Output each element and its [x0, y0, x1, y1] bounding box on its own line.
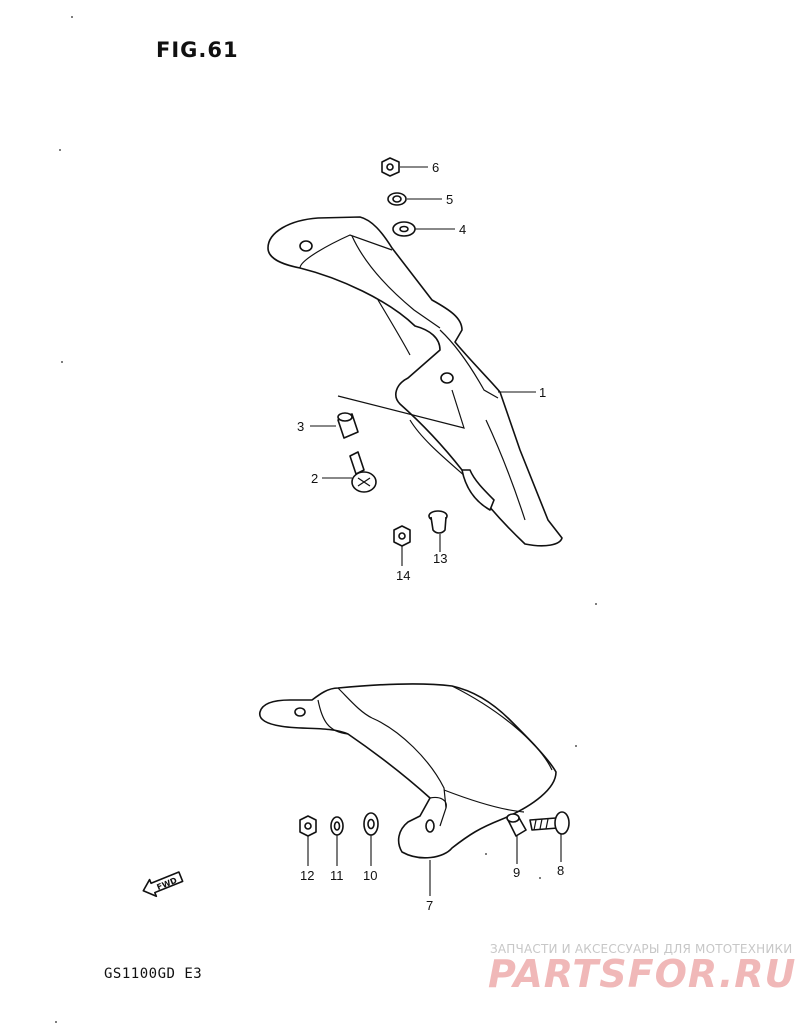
- spacer-part-9: [506, 813, 527, 837]
- nut-part-12: [299, 815, 317, 837]
- nut-part-6: [381, 157, 400, 177]
- callout-10: 10: [363, 868, 377, 883]
- fwd-arrow-icon: FWD: [142, 871, 184, 898]
- callout-9: 9: [513, 865, 520, 880]
- model-code: GS1100GD E3: [104, 966, 203, 982]
- callout-14: 14: [396, 568, 410, 583]
- callout-2: 2: [311, 471, 318, 486]
- watermark-brand: PARTSFOR.RU: [488, 952, 797, 996]
- washer-part-10: [363, 812, 379, 836]
- lower-plate-part-7: [258, 683, 557, 859]
- bushing-part-13: [428, 510, 448, 534]
- spacer-part-3: [337, 412, 359, 439]
- bolt-part-8: [529, 811, 570, 835]
- callout-5: 5: [446, 192, 453, 207]
- nut-part-14: [393, 525, 411, 547]
- upper-bracket-part-1: [267, 216, 563, 547]
- callout-6: 6: [432, 160, 439, 175]
- figure-title: FIG.61: [156, 38, 239, 62]
- callout-4: 4: [459, 222, 466, 237]
- screw-part-2: [349, 451, 377, 493]
- callout-11: 11: [330, 868, 344, 883]
- callout-12: 12: [300, 868, 314, 883]
- callout-8: 8: [557, 863, 564, 878]
- lock-washer-part-11: [330, 816, 344, 836]
- fwd-label: FWD: [156, 876, 179, 892]
- washer-part-4: [392, 221, 416, 237]
- callout-1: 1: [539, 385, 546, 400]
- watermark-tagline: ЗАПЧАСТИ И АКСЕССУАРЫ ДЛЯ МОТОТЕХНИКИ: [490, 942, 793, 956]
- callout-3: 3: [297, 419, 304, 434]
- callout-13: 13: [433, 551, 447, 566]
- lock-washer-part-5: [387, 192, 407, 206]
- callout-7: 7: [426, 898, 433, 913]
